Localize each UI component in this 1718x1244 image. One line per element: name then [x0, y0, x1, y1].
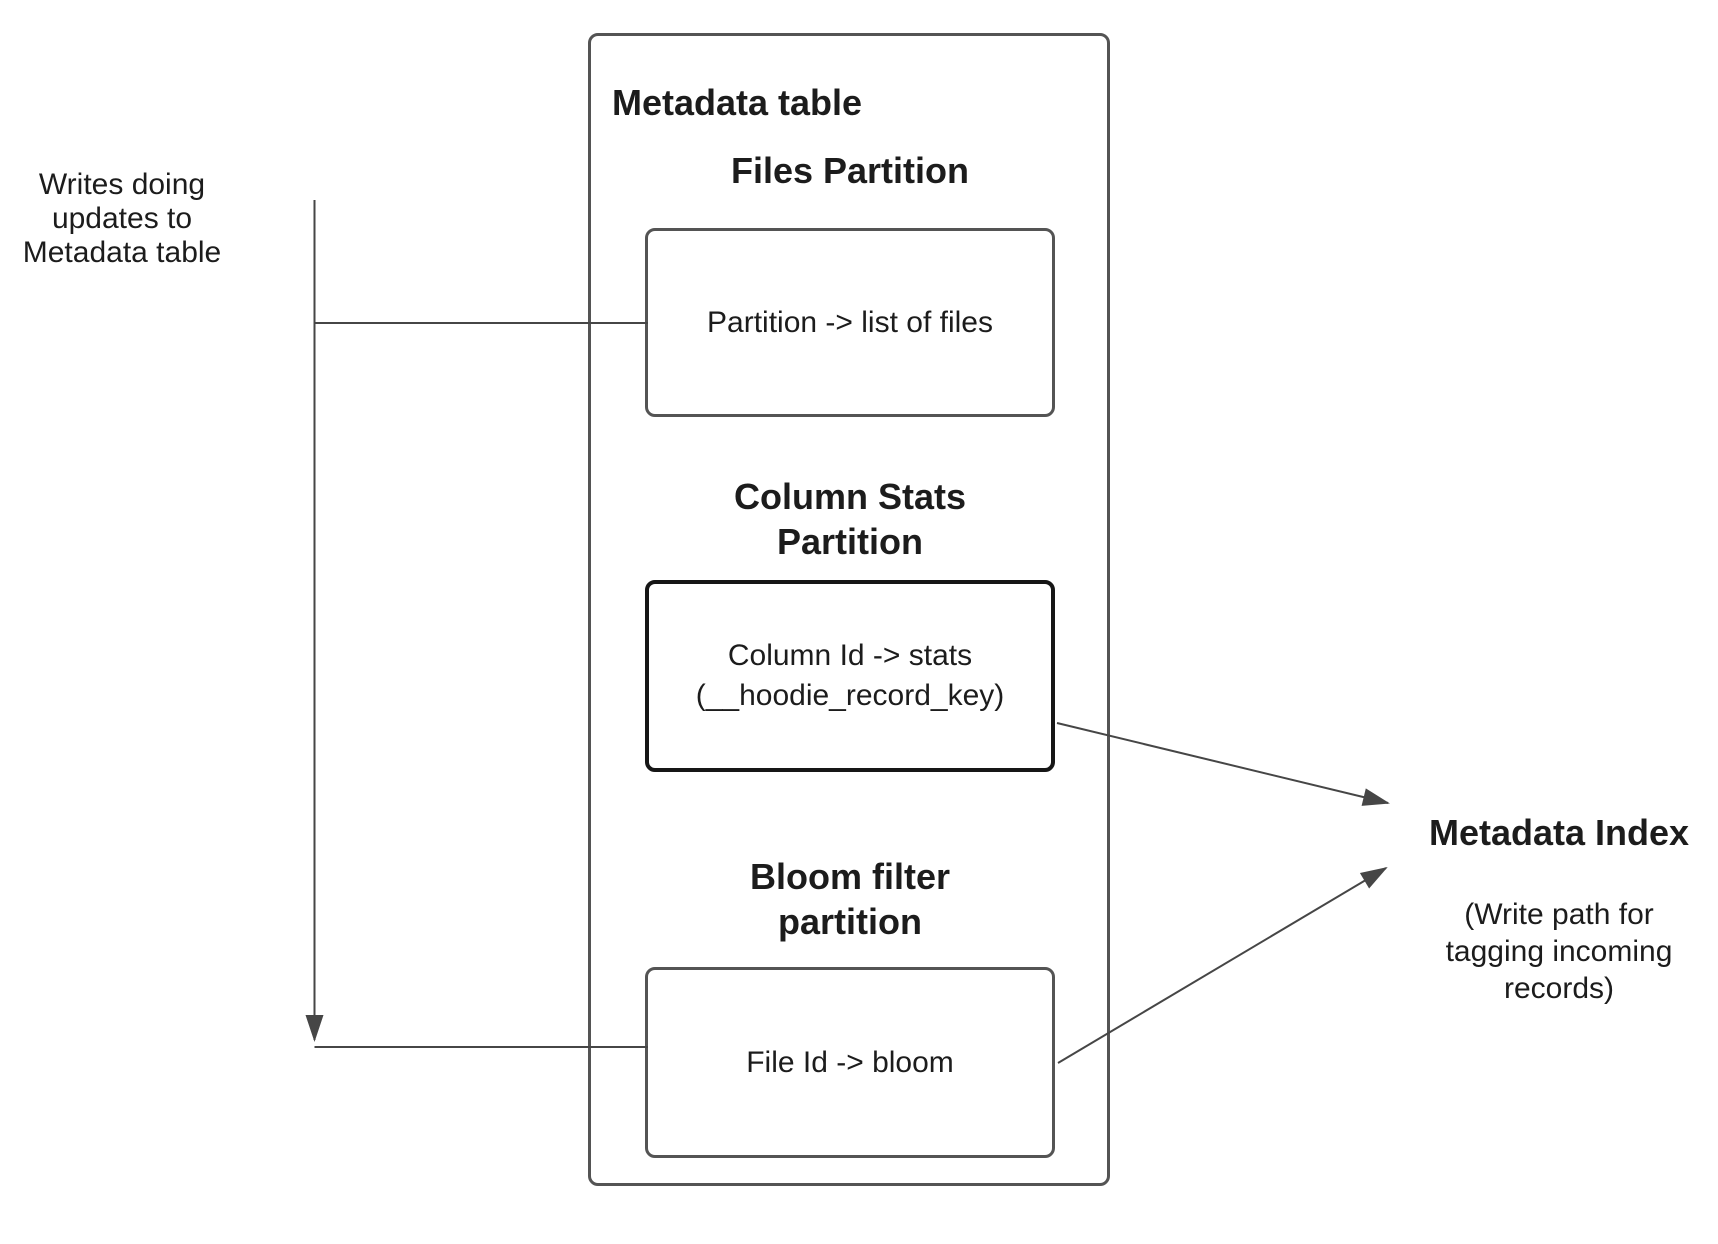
files-partition-mapping: Partition -> list of files	[707, 305, 993, 339]
metadata-index-note: (Write path for tagging incoming records…	[1445, 898, 1673, 1005]
files-partition-title: Files Partition	[730, 150, 970, 191]
metadata-index-title: Metadata Index	[1428, 812, 1690, 853]
column-stats-partition-box: Column Id -> stats (__hoodie_record_key)	[645, 580, 1055, 772]
writes-note: Writes doing updates to Metadata table	[22, 168, 222, 269]
column-stats-partition-title: Column Stats Partition	[733, 476, 966, 562]
metadata-table-box	[588, 33, 1110, 1186]
column-stats-partition-mapping: Column Id -> stats (__hoodie_record_key)	[695, 639, 1005, 712]
bloom-filter-partition-title: Bloom filter partition	[749, 856, 950, 942]
files-partition-box: Partition -> list of files	[645, 228, 1055, 417]
bloom-filter-partition-box: File Id -> bloom	[645, 967, 1055, 1158]
bloom-filter-partition-mapping: File Id -> bloom	[746, 1045, 954, 1079]
metadata-table-label: Metadata table	[612, 82, 863, 123]
